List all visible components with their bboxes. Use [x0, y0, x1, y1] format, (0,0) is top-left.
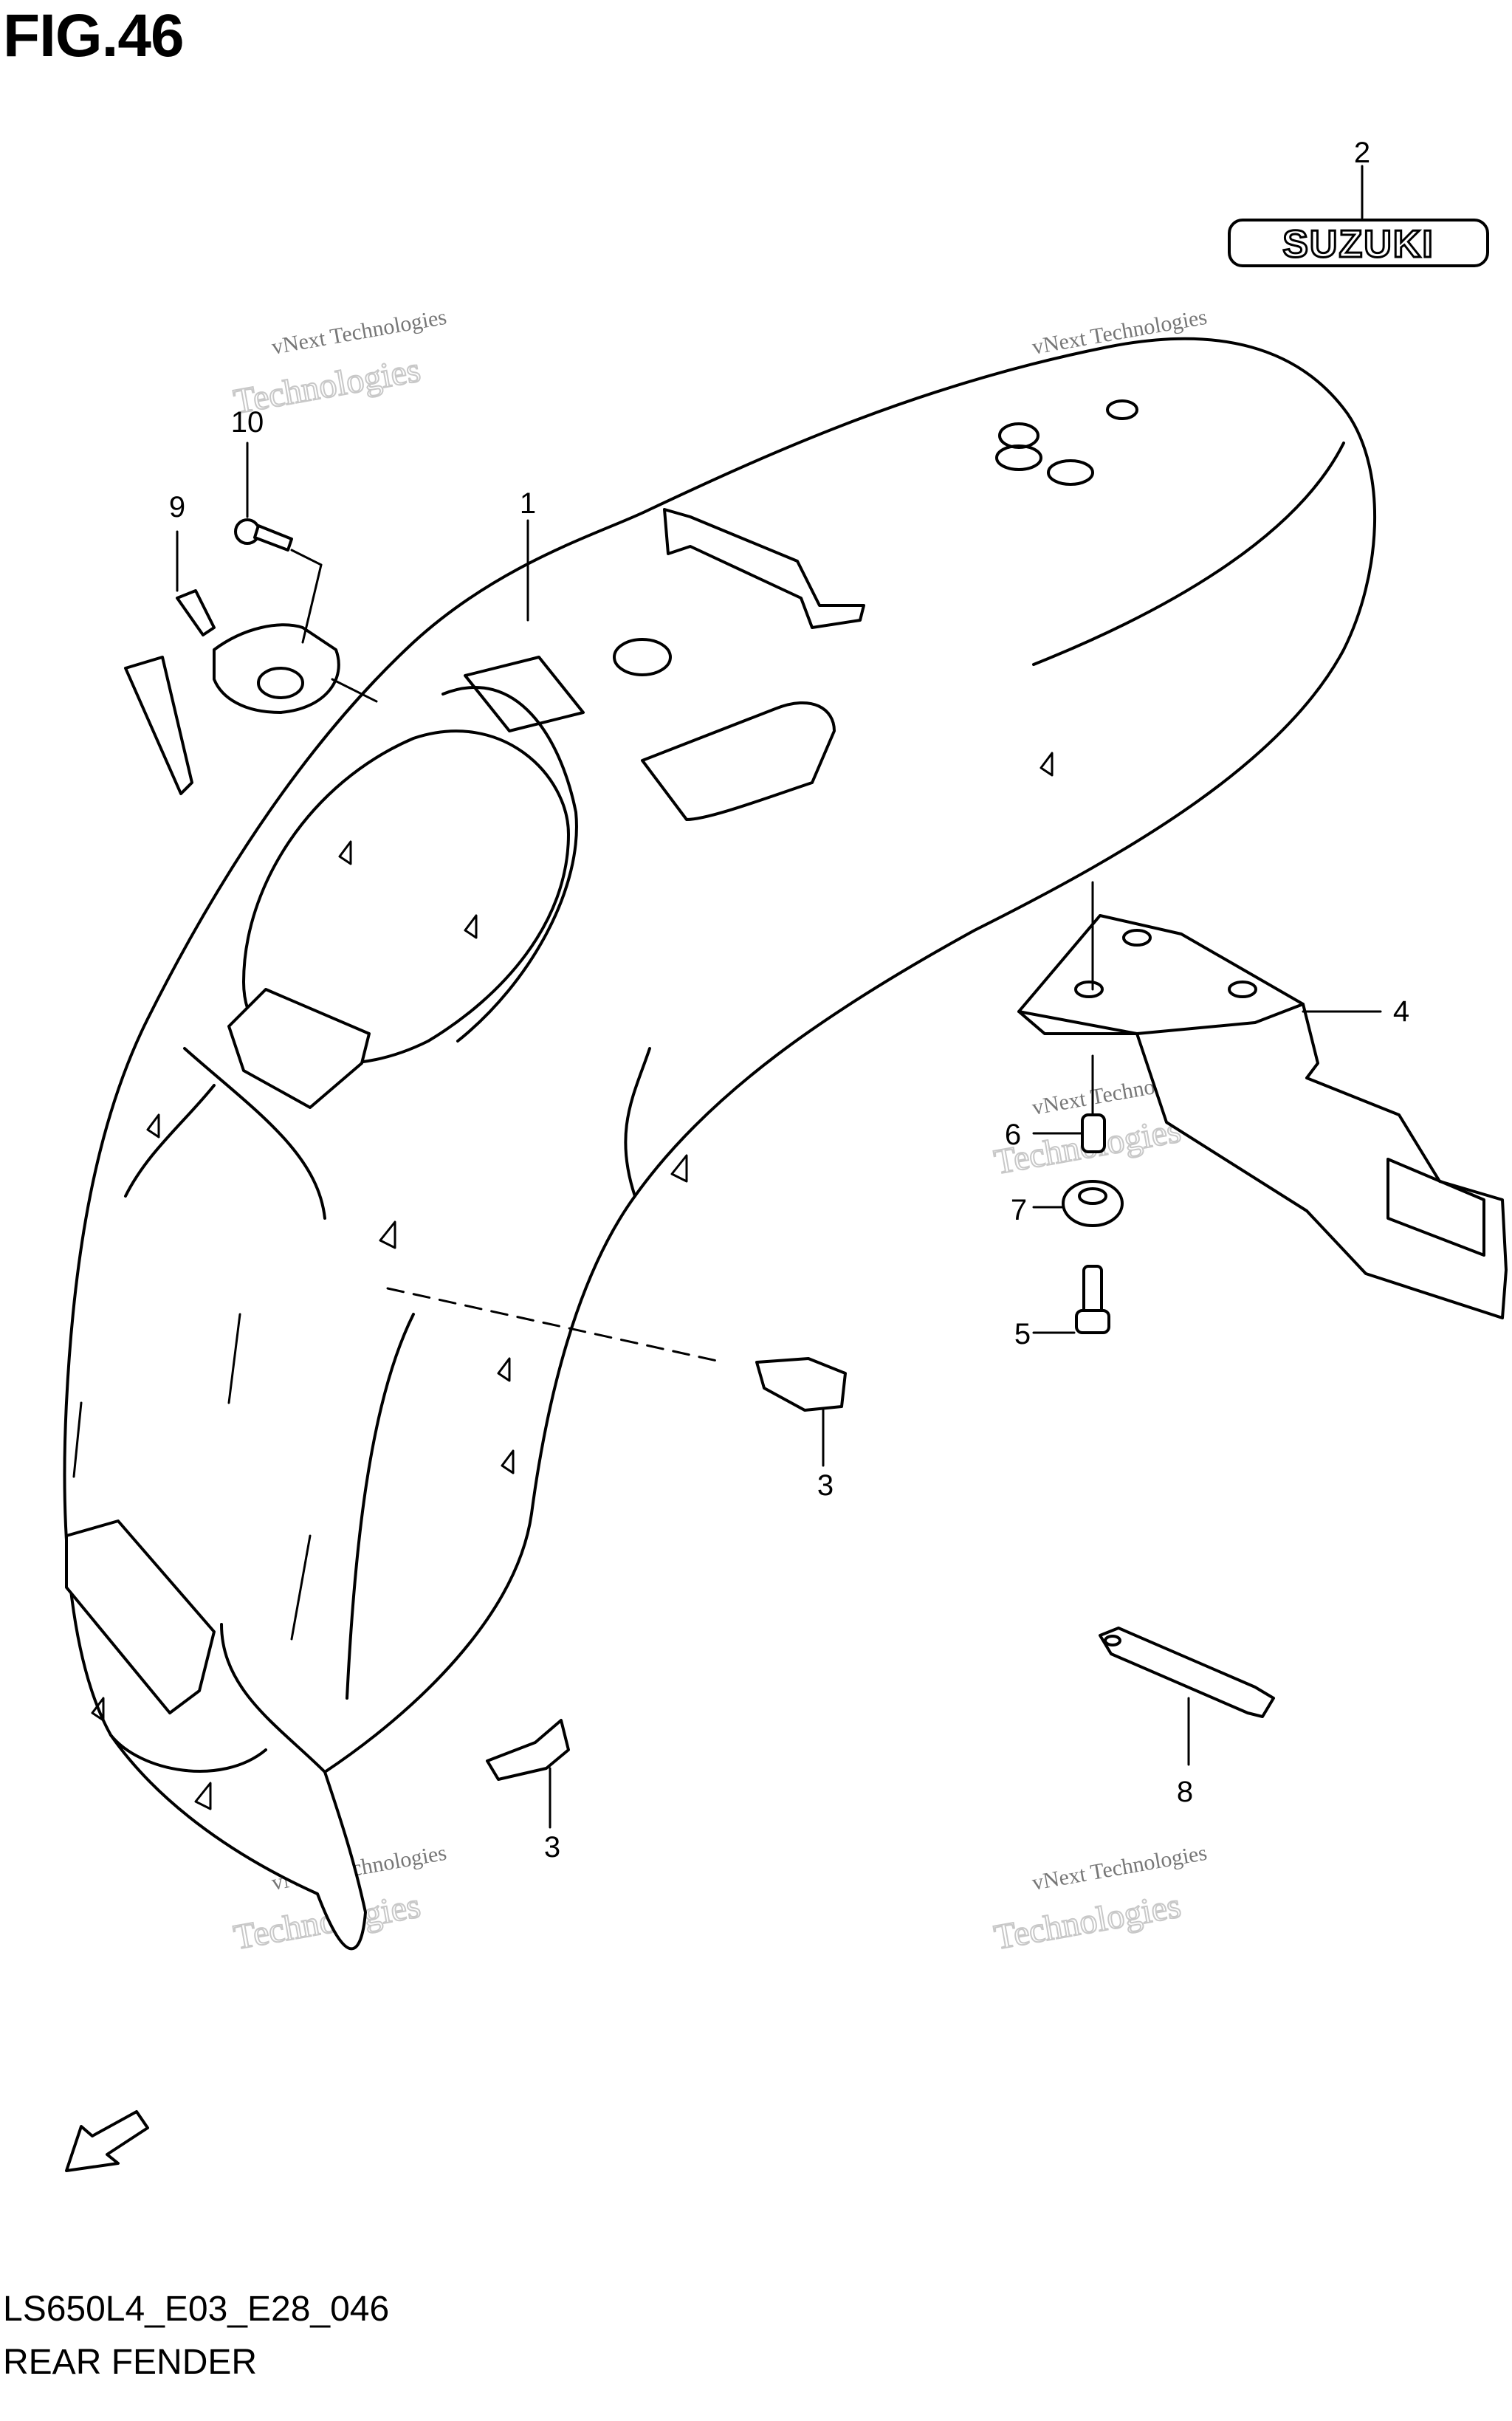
part-1-rear-fender [63, 337, 1377, 1951]
callout-6: 6 [1005, 1119, 1021, 1151]
callout-10: 10 [231, 406, 264, 439]
contour-line [72, 1401, 83, 1478]
callout-4: 4 [1393, 995, 1409, 1028]
lower-bracket [65, 1519, 216, 1714]
contour-line [1032, 442, 1345, 666]
figure-title: FIG.46 [3, 2, 185, 69]
grommet-hole [1078, 1187, 1107, 1205]
watermark-top-left: vNext Technologies Technologies [230, 305, 449, 422]
contour-line [227, 1313, 241, 1404]
contour-line [220, 1623, 326, 1773]
emblem-plate [1228, 219, 1489, 267]
screw-shaft [253, 524, 293, 552]
strap-hole [1104, 1635, 1121, 1646]
mounting-hole [613, 638, 672, 676]
mounting-tab [464, 656, 585, 732]
slot-mark [1040, 752, 1054, 777]
bracket-body [1017, 914, 1508, 1319]
part-2-suzuki-emblem: SUZUKI [1228, 165, 1489, 267]
callout-3-lower: 3 [544, 1831, 560, 1864]
slot-mark [91, 1697, 105, 1722]
fender-outline [63, 337, 1377, 1951]
forward-direction-arrow: FWD [65, 2110, 149, 2172]
callout-1: 1 [520, 487, 536, 520]
part-5-bolt [1032, 1265, 1110, 1334]
part-7-grommet [1032, 1180, 1124, 1227]
part-3-bolt-upper [386, 1287, 847, 1467]
callout-3-upper: 3 [817, 1469, 834, 1502]
mounting-hole [995, 444, 1042, 471]
lock-key-a [176, 589, 216, 636]
part-4-bracket [1017, 881, 1508, 1319]
part-10-screw [234, 442, 323, 644]
slot-mark [338, 840, 352, 865]
slot-mark [146, 1113, 160, 1139]
callout-9: 9 [169, 491, 185, 523]
callout-8: 8 [1177, 1776, 1193, 1808]
watermark-text: vNext Technologies [269, 305, 448, 360]
bolt-head [1075, 1309, 1110, 1334]
contour-line [109, 1734, 267, 1773]
lock-key-b [124, 656, 193, 795]
strap-body [1099, 1627, 1275, 1718]
contour-line [346, 1313, 415, 1700]
callout-7: 7 [1011, 1194, 1027, 1226]
watermark-outline-text: Technologies [992, 1886, 1184, 1957]
watermark-text: vNext Technologies [1030, 1841, 1209, 1895]
mounting-hole [1074, 981, 1104, 998]
dashed-alignment-line [386, 1287, 725, 1364]
bolt [486, 1719, 570, 1781]
leader-line [331, 678, 378, 703]
diagram-name: REAR FENDER [3, 2343, 258, 2382]
callout-2: 2 [1354, 137, 1370, 169]
slot-mark [670, 1154, 688, 1183]
grab-handle [663, 508, 865, 629]
emblem-text: SUZUKI [1282, 223, 1434, 266]
callout-5: 5 [1014, 1318, 1031, 1350]
slot-mark [379, 1220, 396, 1249]
screw-alignment-line [290, 549, 323, 566]
part-3-bolt-lower [486, 1719, 570, 1829]
diagram-code: LS650L4_E03_E28_046 [3, 2290, 390, 2329]
part-6-collar [1032, 1113, 1106, 1153]
contour-line [124, 1084, 216, 1198]
contour-line [290, 1534, 312, 1641]
collar [1081, 1113, 1106, 1153]
fwd-arrow-shape [65, 2110, 149, 2172]
lock-cylinder [257, 667, 304, 699]
slot-mark [497, 1357, 511, 1382]
mounting-hole [1047, 459, 1094, 486]
contour-line [624, 1047, 651, 1198]
slot-mark [464, 914, 478, 939]
mounting-hole [1228, 981, 1257, 998]
part-8-strap [1099, 1627, 1275, 1766]
slot-mark [501, 1449, 515, 1474]
reflector-bracket [227, 988, 371, 1109]
part-9-seat-lock [124, 530, 378, 795]
contour-line [183, 1047, 326, 1220]
slot-mark [194, 1782, 212, 1810]
mounting-hole [1106, 399, 1138, 420]
contour-line [441, 685, 578, 1043]
mounting-pad [641, 701, 836, 821]
bolt [755, 1357, 847, 1412]
screw-alignment-line [301, 563, 323, 644]
bracket-edge [1017, 1003, 1305, 1035]
watermark-bottom-right: vNext Technologies Technologies [991, 1841, 1209, 1958]
bracket-flange [1386, 1158, 1485, 1257]
mounting-hole [1122, 929, 1152, 947]
